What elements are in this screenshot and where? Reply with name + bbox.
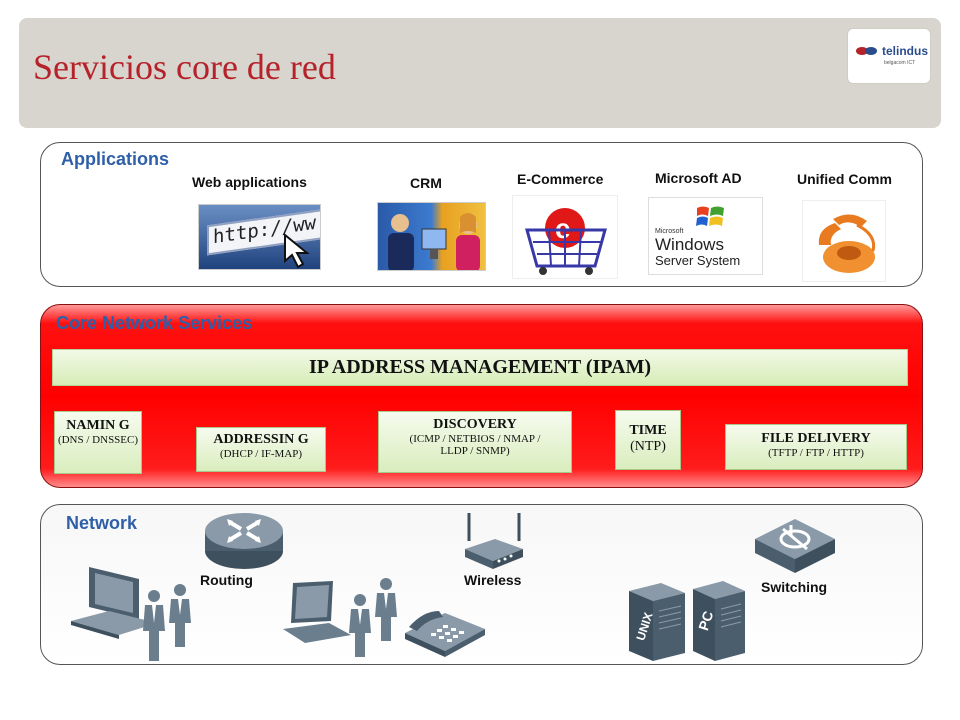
core-network-services-title: Core Network Services (56, 313, 253, 333)
service-addressing-detail: (DHCP / IF-MAP) (219, 448, 303, 460)
unix-server-icon: UNIX (629, 583, 685, 661)
unified-comm-image (802, 200, 886, 282)
pc-server-icon: PC (693, 581, 745, 661)
windows-flag-icon (696, 206, 724, 226)
network-title: Network (66, 513, 138, 533)
page-title: Servicios core de red (33, 47, 336, 87)
applications-title: Applications (61, 149, 170, 169)
app-label-microsoft-ad: Microsoft AD (655, 170, 742, 186)
switch-icon (755, 519, 835, 573)
app-label-crm: CRM (410, 175, 442, 191)
ecommerce-image: e (512, 195, 618, 279)
logo-text: telindus (882, 44, 929, 58)
service-naming-title: NAMIN G (66, 418, 130, 433)
app-label-web: Web applications (192, 174, 307, 190)
telindus-logo: telindus belgacom ICT (847, 28, 931, 84)
microsoft-ad-image: Microsoft Windows Server System (648, 197, 763, 275)
desk-phone-icon (405, 611, 485, 657)
network-panel: Network Routing Wireless Switching (40, 504, 923, 665)
header-bar: Servicios core de red telindus belgacom … (19, 18, 941, 128)
service-file-delivery: FILE DELIVERY (TFTP / FTP / HTTP) (725, 424, 907, 470)
person-icon (375, 578, 397, 641)
telephone-icon (818, 214, 876, 273)
ms-text-server: Server System (655, 253, 741, 268)
service-file-delivery-detail: (TFTP / FTP / HTTP) (768, 447, 864, 459)
service-naming: NAMIN G (DNS / DNSSEC) (54, 411, 142, 474)
crm-people-icon (388, 213, 480, 270)
service-addressing: ADDRESSIN G (DHCP / IF-MAP) (196, 427, 326, 472)
service-time-title: TIME (629, 423, 667, 438)
app-label-unified-comm: Unified Comm (797, 171, 892, 187)
ipam-bar: IP ADDRESS MANAGEMENT (IPAM) (52, 349, 908, 386)
service-time: TIME (NTP) (615, 410, 681, 470)
service-time-detail: (NTP) (630, 439, 666, 454)
ms-text-small: Microsoft (655, 228, 684, 235)
service-discovery-title: DISCOVERY (433, 417, 517, 432)
desktop-computer-icon (71, 567, 157, 639)
person-icon (349, 594, 371, 657)
pc-server-label: PC (695, 609, 716, 632)
service-naming-detail: (DNS / DNSSEC) (57, 434, 139, 446)
service-discovery: DISCOVERY (ICMP / NETBIOS / NMAP / LLDP … (378, 411, 572, 473)
shopping-basket-icon: e (525, 208, 607, 275)
core-network-services-panel: Core Network Services IP ADDRESS MANAGEM… (40, 304, 923, 488)
person-icon (169, 584, 191, 647)
service-discovery-detail: (ICMP / NETBIOS / NMAP / LLDP / SNMP) (409, 433, 541, 457)
laptop-icon (283, 581, 351, 643)
ms-text-windows: Windows (655, 235, 724, 254)
crm-image (377, 202, 486, 271)
cursor-icon (284, 233, 310, 269)
app-label-ecommerce: E-Commerce (517, 171, 604, 187)
web-applications-image: http://ww (198, 204, 321, 270)
person-icon (143, 590, 165, 661)
logo-mark-icon (856, 47, 877, 55)
wireless-ap-icon (465, 513, 523, 569)
logo-subtext: belgacom ICT (884, 60, 916, 66)
applications-panel: Applications Web applications http://ww … (40, 142, 923, 287)
switching-label: Switching (761, 579, 828, 595)
service-file-delivery-title: FILE DELIVERY (761, 431, 871, 446)
wireless-label: Wireless (464, 572, 522, 588)
router-icon (205, 513, 283, 569)
routing-label: Routing (200, 572, 253, 588)
service-addressing-title: ADDRESSIN G (213, 432, 309, 447)
